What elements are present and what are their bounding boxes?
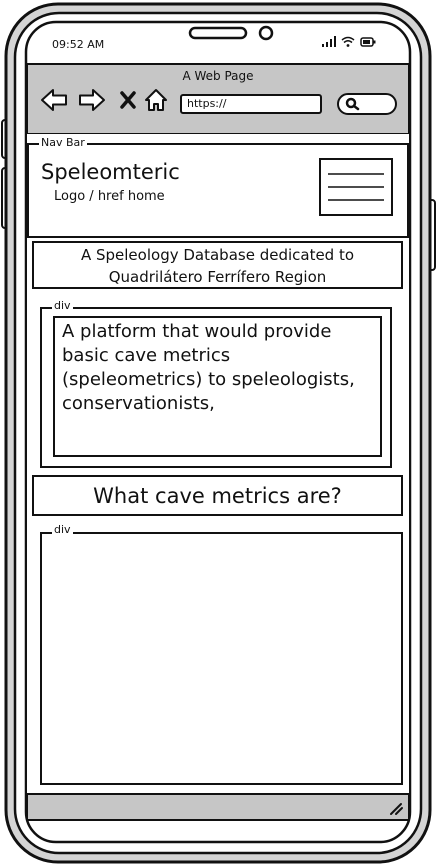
search-field[interactable] [337,93,397,115]
battery-icon [360,36,376,47]
metrics-div-legend: div [52,523,73,536]
metrics-heading: What cave metrics are? [93,484,342,508]
back-arrow-icon [41,89,67,111]
intro-paragraph: A platform that would provide basic cave… [62,321,355,414]
navbar-legend: Nav Bar [39,136,87,149]
brand-subtitle: Logo / href home [54,189,165,204]
search-icon [345,97,360,111]
tagline: A Speleology Database dedicated to Quadr… [33,243,402,289]
wifi-icon [341,36,355,47]
close-x-icon [120,91,136,109]
resize-grip-icon[interactable] [388,800,404,816]
brand-logo-link[interactable]: Speleomteric [41,160,180,184]
home-icon [145,89,167,111]
browser-title: A Web Page [182,69,254,83]
forward-arrow-icon [79,89,105,111]
intro-div-legend: div [52,299,73,312]
status-icons [322,36,376,47]
status-time: 09:52 AM [52,38,105,51]
stop-button[interactable] [114,86,142,114]
hamburger-menu-icon[interactable] [319,158,393,216]
metrics-content-area [42,534,401,783]
back-button[interactable] [40,86,68,114]
tagline-line-1: A Speleology Database dedicated to [80,246,355,264]
url-input[interactable]: https:// [180,94,322,114]
home-button[interactable] [142,86,170,114]
tagline-line-2: Quadrilátero Ferrífero Region [108,268,327,286]
signal-icon [322,36,336,47]
forward-button[interactable] [78,86,106,114]
